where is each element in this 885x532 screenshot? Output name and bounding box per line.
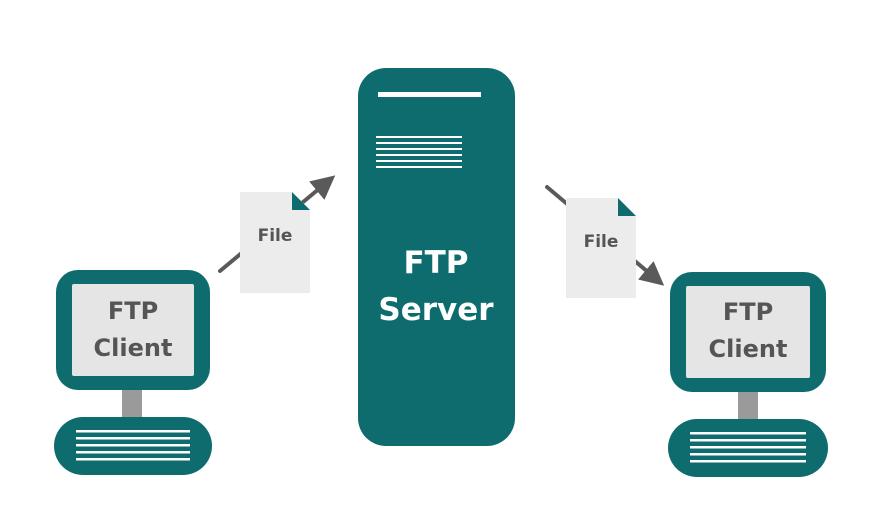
- server-icon: [358, 68, 515, 446]
- client-left-label-line1: FTP: [108, 297, 158, 325]
- server-label-line1: FTP: [403, 245, 468, 281]
- server-top-slot: [378, 92, 481, 97]
- document-icon: [566, 198, 636, 298]
- document-icon: [240, 192, 310, 293]
- document-fold: [618, 198, 636, 216]
- file-left: File: [240, 192, 310, 293]
- ftp-server: FTP Server: [358, 68, 515, 446]
- ftp-client-right: FTP Client: [668, 272, 828, 477]
- ftp-client-left: FTP Client: [54, 270, 212, 475]
- server-label-line2: Server: [378, 292, 494, 328]
- file-right: File: [566, 198, 636, 298]
- document-fold: [292, 192, 310, 210]
- monitor-screen: [686, 286, 810, 378]
- client-right-label-line1: FTP: [723, 298, 773, 326]
- server-vent-lines: [376, 136, 462, 168]
- keyboard-lines: [76, 430, 190, 461]
- client-right-label-line2: Client: [709, 335, 788, 363]
- file-left-label: File: [258, 226, 293, 246]
- monitor-neck: [738, 392, 758, 420]
- client-left-label-line2: Client: [94, 334, 173, 362]
- monitor-screen: [72, 284, 194, 376]
- keyboard-lines: [690, 432, 806, 463]
- monitor-neck: [122, 390, 142, 418]
- file-right-label: File: [584, 232, 619, 252]
